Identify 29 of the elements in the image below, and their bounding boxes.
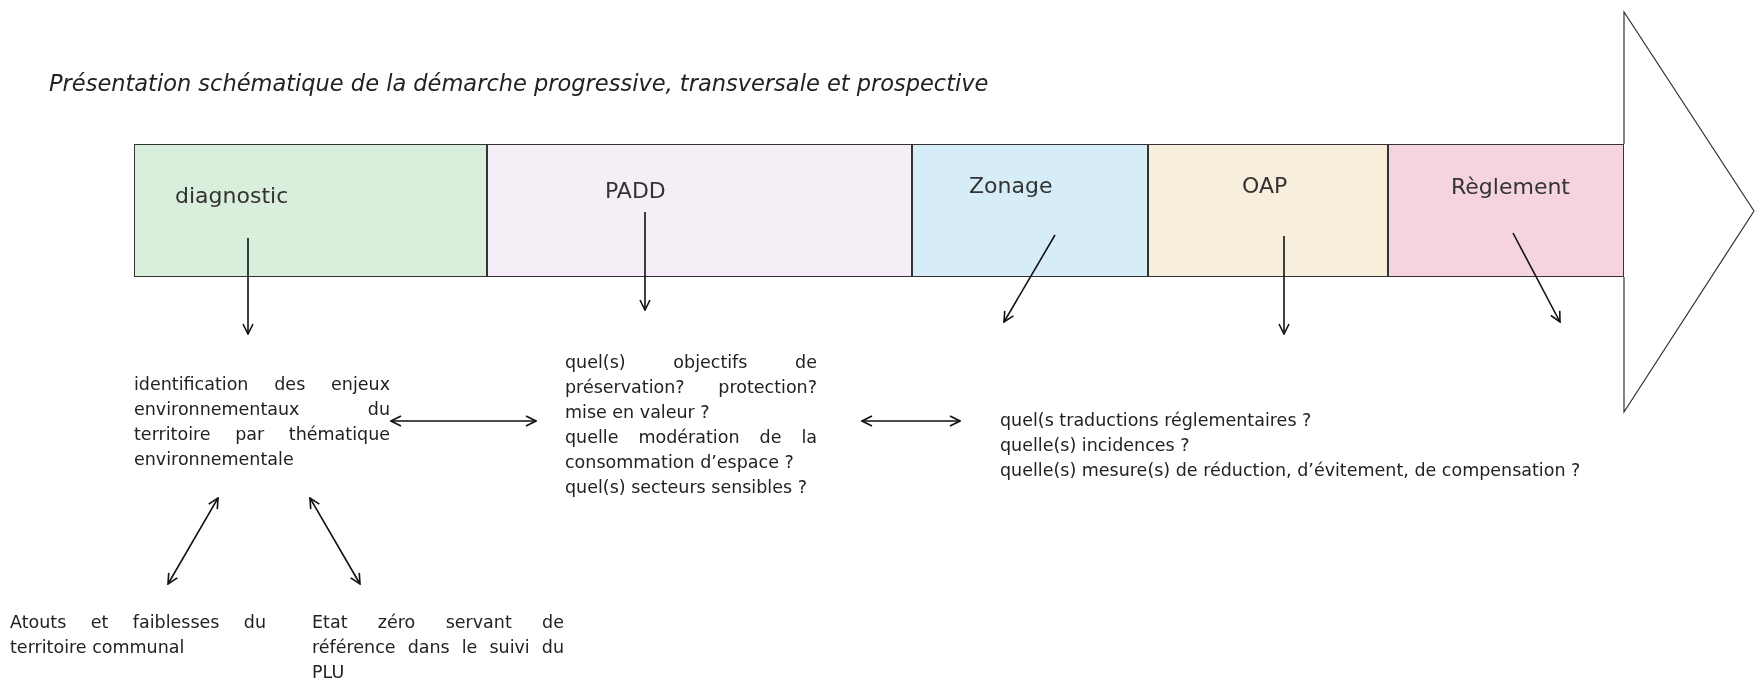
diagram-title: Présentation schématique de la démarche progressive, transversale et prospective — [49, 70, 989, 96]
phase-label: PADD — [605, 178, 666, 203]
arrow — [861, 415, 961, 427]
phase-label: diagnostic — [175, 183, 289, 208]
phase-label: OAP — [1242, 173, 1288, 198]
arrow — [1003, 234, 1056, 323]
question-text: quelle(s) mesure(s) de réduction, d’évitement, de compensation ? — [1000, 459, 1582, 482]
question-text: quel(s) objectifs de préservation? protection? mise en valeur ? — [565, 351, 817, 424]
phase-label: Zonage — [969, 173, 1053, 198]
phase-box — [487, 144, 912, 277]
arrow — [390, 415, 537, 427]
question-text: quelle modération de la consommation d’espace ? — [565, 426, 817, 474]
question-text: quel(s) secteurs sensibles ? — [565, 476, 808, 499]
question-text: quelle(s) incidences ? — [1000, 434, 1191, 457]
phase-box — [912, 144, 1148, 277]
phase-box — [1388, 144, 1624, 277]
arrow — [639, 211, 651, 311]
arrow — [1512, 232, 1561, 323]
phase-label: Règlement — [1451, 174, 1570, 199]
question-text: identification des enjeux environnementaux du territoire par thématique environnementale — [134, 373, 390, 471]
phase-box — [134, 144, 487, 277]
question-text: Atouts et faiblesses du territoire communal — [10, 611, 266, 659]
phase-box — [1148, 144, 1388, 277]
arrow — [1278, 235, 1290, 335]
arrow — [309, 497, 361, 585]
question-text: quel(s traductions réglementaires ? — [1000, 409, 1313, 432]
question-text: Etat zéro servant de référence dans le suivi du PLU — [312, 611, 564, 684]
arrow — [242, 237, 254, 335]
arrow — [167, 497, 219, 585]
